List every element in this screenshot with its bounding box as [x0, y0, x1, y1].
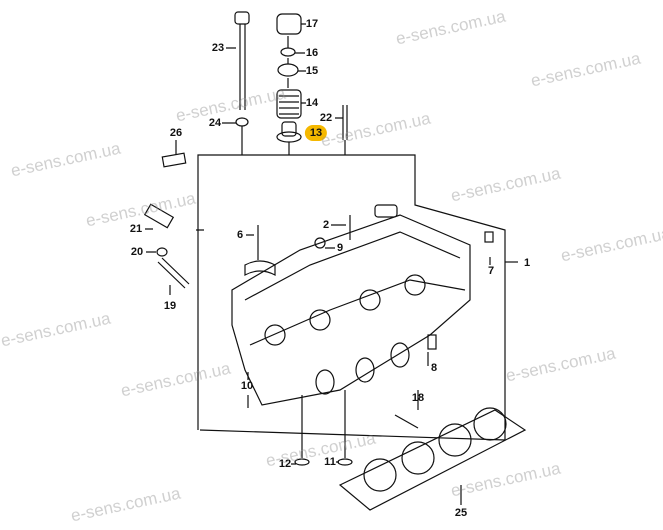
- part-label-7[interactable]: 7: [487, 265, 495, 277]
- bolt-head-23: [234, 11, 250, 25]
- part-label-17[interactable]: 17: [305, 18, 319, 30]
- part-label-14[interactable]: 14: [305, 97, 319, 109]
- part-label-25[interactable]: 25: [454, 507, 468, 519]
- part-label-6[interactable]: 6: [236, 229, 244, 241]
- tappet-17: [276, 13, 302, 35]
- part-label-22[interactable]: 22: [319, 112, 333, 124]
- part-label-23[interactable]: 23: [211, 42, 225, 54]
- part-label-9[interactable]: 9: [336, 242, 344, 254]
- part-label-21[interactable]: 21: [129, 223, 143, 235]
- part-label-10[interactable]: 10: [240, 380, 254, 392]
- part-label-2[interactable]: 2: [322, 219, 330, 231]
- part-label-24[interactable]: 24: [208, 117, 222, 129]
- part-label-15[interactable]: 15: [305, 65, 319, 77]
- part-label-19[interactable]: 19: [163, 300, 177, 312]
- part-label-18[interactable]: 18: [411, 392, 425, 404]
- part-label-26[interactable]: 26: [169, 127, 183, 139]
- head-gasket: [338, 409, 527, 511]
- part-label-16[interactable]: 16: [305, 47, 319, 59]
- part-label-1[interactable]: 1: [523, 257, 531, 269]
- part-label-13[interactable]: 13: [304, 125, 328, 141]
- part-label-8[interactable]: 8: [430, 362, 438, 374]
- part-label-20[interactable]: 20: [130, 246, 144, 258]
- cylinder-head: [231, 214, 471, 406]
- part-label-12[interactable]: 12: [278, 458, 292, 470]
- part-label-11[interactable]: 11: [324, 456, 336, 468]
